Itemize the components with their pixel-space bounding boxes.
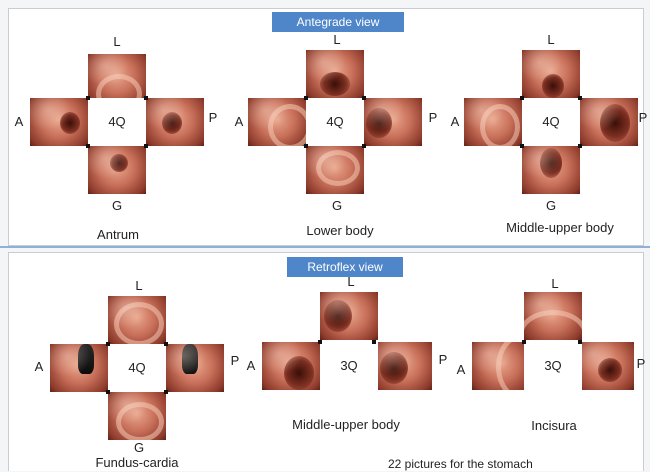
mub-antegrade-posterior-image (580, 98, 638, 146)
mub-retroflex-lesser-image (320, 292, 378, 340)
corner-marker (86, 144, 90, 148)
lower-body-direction-l: L (330, 32, 344, 47)
corner-marker (144, 144, 148, 148)
corner-marker (362, 96, 366, 100)
mub-antegrade-direction-p: P (636, 110, 650, 125)
incisura-direction-p: P (634, 356, 648, 371)
lower-body-lesser-image (306, 50, 364, 98)
antrum-direction-g: G (110, 198, 124, 213)
mub-antegrade-lesser-image (522, 50, 580, 98)
mub-retroflex-direction-p: P (436, 352, 450, 367)
section-divider (0, 246, 650, 248)
mub-antegrade-direction-a: A (448, 114, 462, 129)
lower-body-direction-p: P (426, 110, 440, 125)
fundus-greater-image (108, 392, 166, 440)
antrum-greater-image (88, 146, 146, 194)
lower-body-anterior-image (248, 98, 306, 146)
fundus-direction-g: G (132, 440, 146, 455)
lower-body-caption: Lower body (250, 223, 430, 238)
corner-marker (578, 96, 582, 100)
fundus-lesser-image (108, 296, 166, 344)
corner-marker (86, 96, 90, 100)
fundus-anterior-image (50, 344, 108, 392)
mub-retroflex-caption: Middle-upper body (256, 417, 436, 432)
mub-retroflex-anterior-image (262, 342, 320, 390)
antrum-quadrant-label: 4Q (88, 98, 146, 146)
corner-marker (578, 340, 582, 344)
corner-marker (318, 340, 322, 344)
corner-marker (106, 342, 110, 346)
mub-antegrade-anterior-image (464, 98, 522, 146)
mub-antegrade-greater-image (522, 146, 580, 194)
lower-body-direction-g: G (330, 198, 344, 213)
incisura-lesser-image (524, 292, 582, 340)
mub-antegrade-caption: Middle-upper body (470, 220, 650, 235)
incisura-quadrant-label: 3Q (524, 342, 582, 390)
incisura-posterior-image (576, 342, 634, 390)
fundus-direction-l: L (132, 278, 146, 293)
antrum-posterior-image (146, 98, 204, 146)
antegrade-view-label: Antegrade view (272, 12, 404, 32)
incisura-caption: Incisura (464, 418, 644, 433)
antrum-direction-p: P (206, 110, 220, 125)
fundus-direction-p: P (228, 353, 242, 368)
corner-marker (520, 96, 524, 100)
incisura-direction-a: A (454, 362, 468, 377)
corner-marker (522, 340, 526, 344)
footnote: 22 pictures for the stomach (388, 457, 533, 471)
corner-marker (106, 390, 110, 394)
mub-antegrade-direction-l: L (544, 32, 558, 47)
incisura-anterior-image (472, 342, 530, 390)
lower-body-quadrant-label: 4Q (306, 98, 364, 146)
corner-marker (362, 144, 366, 148)
lower-body-direction-a: A (232, 114, 246, 129)
antrum-caption: Antrum (28, 227, 208, 242)
corner-marker (578, 144, 582, 148)
antrum-lesser-image (88, 54, 146, 102)
corner-marker (304, 96, 308, 100)
mub-antegrade-direction-g: G (544, 198, 558, 213)
lower-body-posterior-image (364, 98, 422, 146)
fundus-quadrant-label: 4Q (108, 344, 166, 392)
corner-marker (164, 342, 168, 346)
corner-marker (144, 96, 148, 100)
mub-antegrade-quadrant-label: 4Q (522, 98, 580, 146)
corner-marker (372, 340, 376, 344)
fundus-direction-a: A (32, 359, 46, 374)
antrum-direction-l: L (110, 34, 124, 49)
mub-retroflex-direction-a: A (244, 358, 258, 373)
corner-marker (304, 144, 308, 148)
incisura-direction-l: L (548, 276, 562, 291)
corner-marker (520, 144, 524, 148)
mub-retroflex-posterior-image (374, 342, 432, 390)
lower-body-greater-image (306, 146, 364, 194)
fundus-posterior-image (166, 344, 224, 392)
mub-retroflex-direction-l: L (344, 274, 358, 289)
antrum-direction-a: A (12, 114, 26, 129)
fundus-cardia-caption: Fundus-cardia (47, 455, 227, 470)
corner-marker (164, 390, 168, 394)
antrum-anterior-image (30, 98, 88, 146)
mub-retroflex-quadrant-label: 3Q (320, 342, 378, 390)
